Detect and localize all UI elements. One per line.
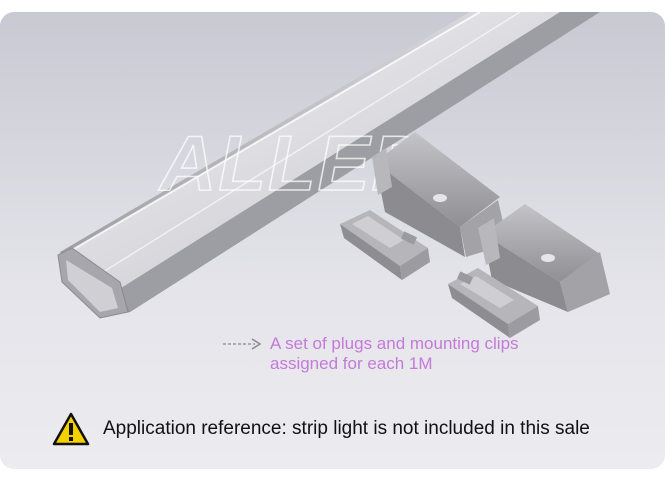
caption-text: A set of plugs and mounting clips assign… xyxy=(270,334,519,374)
warning-icon xyxy=(52,412,90,446)
end-plug xyxy=(448,268,540,338)
note-text: Application reference: strip light is no… xyxy=(103,418,590,439)
caption-line-2: assigned for each 1M xyxy=(270,354,433,373)
caption-line-1: A set of plugs and mounting clips xyxy=(270,334,519,353)
product-illustration: ALLED xyxy=(57,12,610,338)
dashed-arrow-icon xyxy=(223,338,262,350)
application-note: Application reference: strip light is no… xyxy=(52,412,590,446)
product-panel: ALLED xyxy=(0,12,665,469)
aluminium-profile xyxy=(57,12,600,319)
end-plug xyxy=(340,210,430,280)
mounting-clip xyxy=(478,204,610,312)
accessory-caption: A set of plugs and mounting clips assign… xyxy=(222,334,519,374)
